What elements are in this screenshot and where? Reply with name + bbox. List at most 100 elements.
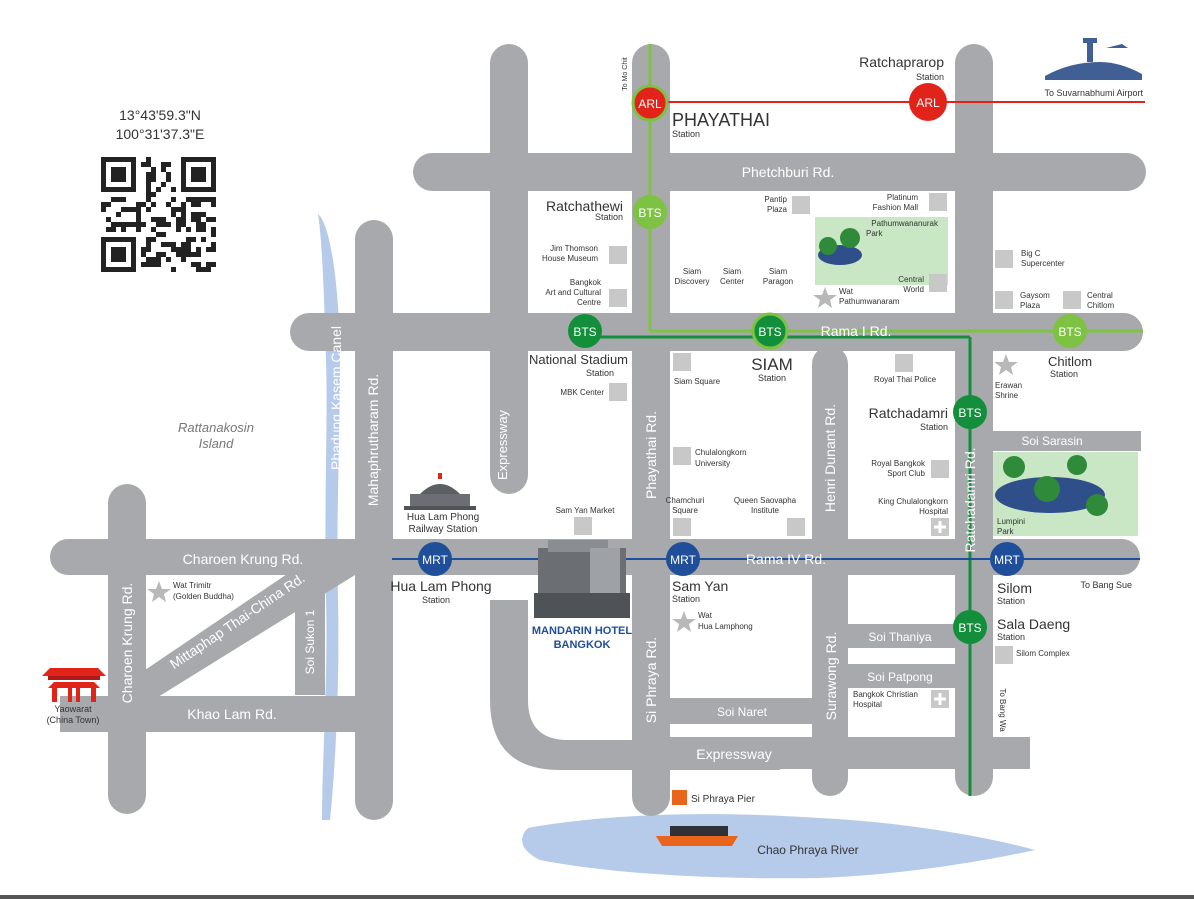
station-siam: SIAM	[751, 355, 793, 374]
arl-badge-label: ARL	[638, 97, 662, 111]
landmark-bangkok-christian-l1: Bangkok Christian	[853, 690, 918, 699]
station-national-stadium: National Stadium	[529, 352, 628, 367]
landmark-queen-saovapha-l1: Queen Saovapha	[734, 496, 797, 505]
station-silom-sub: Station	[997, 596, 1025, 606]
label-mahaphruttharam: Mahaphrutharam Rd.	[365, 374, 381, 506]
bts-badge-label: BTS	[958, 406, 981, 420]
mrt-badge-silom[interactable]: MRT	[990, 542, 1024, 576]
mrt-badge-label: MRT	[994, 553, 1020, 567]
landmark-railway-l2: Railway Station	[409, 524, 478, 535]
label-phadung-canal: Phadung Kasem Canel	[328, 326, 344, 470]
station-ratchaprarop: Ratchaprarop	[859, 54, 944, 70]
landmark-central-world-l1: Central	[898, 275, 924, 284]
bts-badge-label: BTS	[758, 325, 781, 339]
landmark-siam-discovery-l2: Discovery	[674, 277, 709, 286]
landmark-jim-thompson-l1: Jim Thomson	[550, 244, 598, 253]
mrt-badge-sam-yan[interactable]: MRT	[666, 542, 700, 576]
landmark-wat-pathum-l1: Wat	[839, 287, 854, 296]
station-siam-sub: Station	[758, 373, 786, 383]
bts-badge-ratchathewi[interactable]: BTS	[633, 195, 667, 229]
airport-icon	[1045, 38, 1142, 80]
landmark-chamchuri-l2: Square	[672, 506, 698, 515]
landmark-central-chitlom-l2: Chitlom	[1087, 301, 1114, 310]
chao-phraya-river	[522, 814, 1035, 879]
station-phayathai-sub: Station	[672, 129, 700, 139]
bottom-border	[0, 895, 1194, 899]
landmark-yaowarat-l1: Yaowarat	[54, 704, 92, 714]
landmark-siam-square: Siam Square	[674, 377, 721, 386]
station-silom: Silom	[997, 580, 1032, 596]
landmark-big-c-l2: Supercenter	[1021, 259, 1065, 268]
landmark-wat-trimit-l2: (Golden Buddha)	[173, 592, 234, 601]
bts-badge-ratchadamri[interactable]: BTS	[953, 395, 987, 429]
khao-lam-road	[60, 696, 360, 732]
station-sam-yan: Sam Yan	[672, 578, 728, 594]
landmark-lumpini-l2: Park	[997, 527, 1014, 536]
label-surawong: Surawong Rd.	[823, 632, 839, 721]
arl-badge-ratchaprarop[interactable]: ARL	[909, 83, 947, 121]
bts-badge-chitlom[interactable]: BTS	[1053, 314, 1087, 348]
bts-badge-sala-daeng[interactable]: BTS	[953, 610, 987, 644]
direction-mo-chit: To Mo Chit	[622, 57, 629, 91]
landmark-central-chitlom-l1: Central	[1087, 291, 1113, 300]
landmark-mbk: MBK Center	[560, 388, 604, 397]
direction-suvarnabhumi: To Suvarnabhumi Airport	[1044, 88, 1143, 98]
label-soi-thaniya: Soi Thaniya	[868, 630, 931, 644]
landmark-chula-l1: Chulalongkorn	[695, 448, 747, 457]
landmark-platinum-l1: Platinum	[887, 193, 918, 202]
landmark-erawan-l2: Shrine	[995, 391, 1019, 400]
landmark-wat-hua-l1: Wat	[698, 611, 713, 620]
bts-badge-siam[interactable]: BTS	[751, 312, 789, 350]
hospital-icons	[931, 518, 949, 708]
landmark-bacc-l1: Bangkok	[570, 278, 602, 287]
arl-badge-phayathai[interactable]: ARL	[631, 84, 669, 122]
landmark-siam-center-l1: Siam	[723, 267, 742, 276]
station-ratchathewi-sub: Station	[595, 212, 623, 222]
landmark-gaysorn-l1: Gaysom	[1020, 291, 1050, 300]
label-rama4: Rama IV Rd.	[746, 551, 826, 567]
landmark-chula-l2: University	[695, 459, 730, 468]
station-chitlom: Chitlom	[1048, 354, 1092, 369]
landmark-jim-thompson-l2: House Museum	[542, 254, 598, 263]
landmark-sam-yan-market: Sam Yan Market	[556, 506, 616, 515]
station-chitlom-sub: Station	[1050, 369, 1078, 379]
landmark-lumpini-l1: Lumpini	[997, 517, 1025, 526]
landmark-siam-discovery-l1: Siam	[683, 267, 702, 276]
station-sala-daeng-sub: Station	[997, 632, 1025, 642]
railway-station-icon	[404, 473, 476, 510]
landmark-pantip-l2: Plaza	[767, 205, 788, 214]
landmark-royal-thai-police: Royal Thai Police	[874, 375, 937, 384]
landmark-siam-paragon-l2: Paragon	[763, 277, 793, 286]
label-soi-patpong: Soi Patpong	[867, 670, 932, 684]
landmark-platinum-l2: Fashion Mall	[873, 203, 919, 212]
label-khao-lam: Khao Lam Rd.	[187, 706, 277, 722]
landmark-bacc-l3: Centre	[577, 298, 602, 307]
soi-naret-road	[665, 698, 815, 724]
label-si-phraya: Si Phraya Rd.	[643, 637, 659, 723]
station-phayathai: PHAYATHAI	[672, 110, 770, 130]
qr-code[interactable]	[101, 157, 216, 272]
landmark-wat-pathum-l2: Pathumwanaram	[839, 297, 900, 306]
landmark-erawan-l1: Erawan	[995, 381, 1022, 390]
label-soi-naret: Soi Naret	[717, 705, 768, 719]
henri-dunant-road	[812, 346, 848, 796]
hotel-name-line1: MANDARIN HOTEL	[532, 625, 632, 637]
mandarin-hotel[interactable]: MANDARIN HOTEL BANGKOK	[532, 540, 632, 651]
bts-badge-national-stadium[interactable]: BTS	[568, 314, 602, 348]
station-hua-lam-phong-sub: Station	[422, 595, 450, 605]
landmark-queen-saovapha-l2: Institute	[751, 506, 780, 515]
soi-thaniya-road	[848, 624, 958, 648]
bts-badge-label: BTS	[638, 206, 661, 220]
mahaphruttharam-road	[355, 220, 393, 820]
mrt-badge-hua-lam-phong[interactable]: MRT	[418, 542, 452, 576]
label-charoen-krung-v: Charoen Krung Rd.	[119, 583, 135, 704]
landmark-silom-complex: Silom Complex	[1016, 649, 1070, 658]
station-sam-yan-sub: Station	[672, 594, 700, 604]
label-ratchadamri-rd: Ratchadamri Rd.	[962, 447, 978, 552]
landmark-royal-sport-l2: Sport Club	[887, 469, 925, 478]
label-expressway-h: Expressway	[696, 746, 771, 762]
mrt-badge-label: MRT	[670, 553, 696, 567]
landmark-yaowarat-l2: (China Town)	[47, 715, 100, 725]
direction-bang-wa: To Bang Wa	[998, 688, 1007, 732]
